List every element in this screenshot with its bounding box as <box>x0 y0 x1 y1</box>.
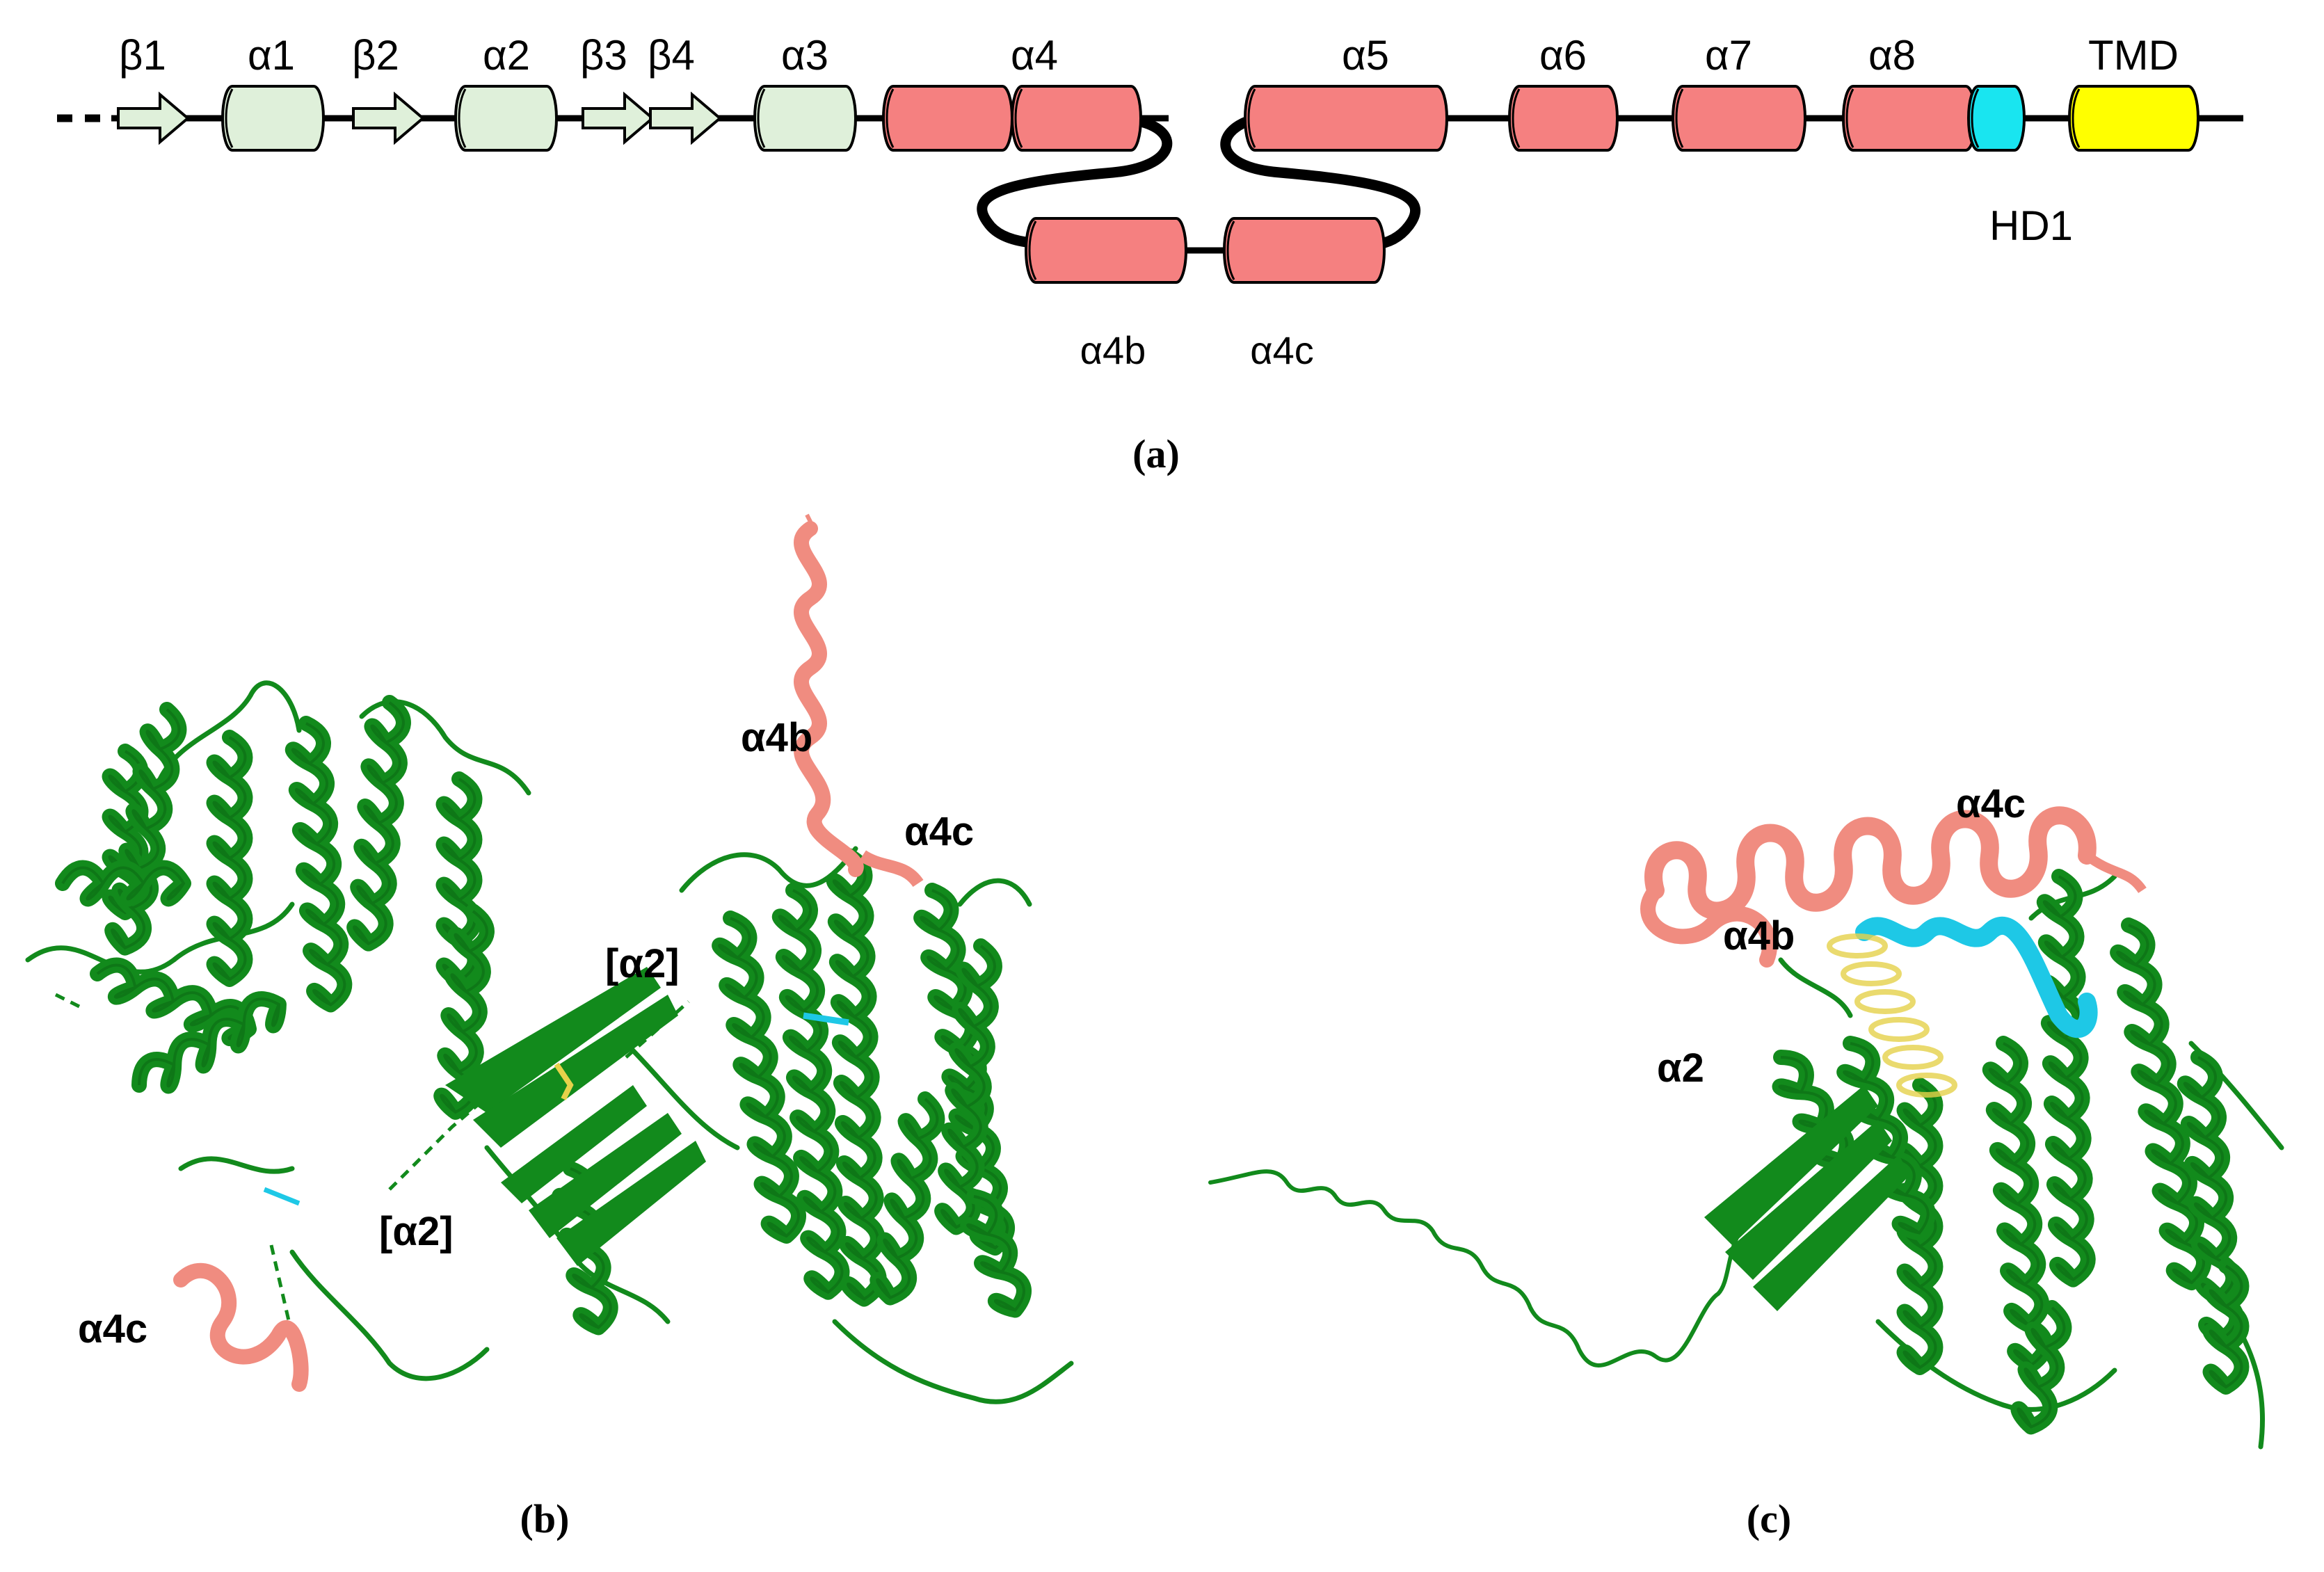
yellow-helix-tmd <box>1827 933 1957 1098</box>
green-helix-b-3 <box>206 730 253 987</box>
helix-tmd <box>2068 85 2199 152</box>
caption-a: (a) <box>1132 431 1180 476</box>
structure-cartoon-c: α4c α4b α2 (c) <box>1208 781 2284 1541</box>
salmon-helix-a4b <box>1640 883 1777 968</box>
helix-alpha4c <box>1223 217 1386 284</box>
label-b-a4b: α4b <box>741 715 812 760</box>
strand-beta4 <box>649 91 723 145</box>
green-helix-b-11 <box>826 848 887 1307</box>
label-b-a4c: α4c <box>904 809 974 854</box>
loop-from-a4c <box>1220 113 1421 250</box>
green-helix-b-9 <box>712 911 806 1244</box>
salmon-helix-a4c-b <box>859 850 924 888</box>
label-alpha6: α6 <box>1539 32 1587 79</box>
salmon-tail <box>2083 851 2147 894</box>
helix-alpha5 <box>1244 85 1448 152</box>
strand-beta1 <box>117 91 191 145</box>
helix-alpha4-part2 <box>1011 85 1142 152</box>
helix-alpha6 <box>1508 85 1619 152</box>
helix-alpha8 <box>1842 85 1977 152</box>
green-helix-c-4 <box>2036 869 2096 1288</box>
label-beta4: β4 <box>648 32 695 79</box>
label-a4b: α4b <box>1080 328 1146 372</box>
green-helix-b-8 <box>131 991 287 1094</box>
green-helix-c-8 <box>1836 1036 1936 1241</box>
label-c-a2: α2 <box>1657 1045 1704 1091</box>
label-alpha2: α2 <box>483 32 530 79</box>
helix-alpha2 <box>454 85 558 152</box>
helix-hd1 <box>1967 85 2026 152</box>
green-helix-c-5 <box>2110 917 2211 1291</box>
label-b-a2-upper: [α2] <box>605 941 680 986</box>
green-helix-c-3 <box>1982 1036 2053 1373</box>
label-alpha3: α3 <box>781 32 828 79</box>
green-helix-b-14 <box>870 1091 945 1306</box>
helix-alpha4-part1 <box>882 85 1013 152</box>
label-alpha4: α4 <box>1011 32 1058 79</box>
helix-alpha7 <box>1672 85 1806 152</box>
salmon-helix-a4b <box>794 521 864 877</box>
strand-beta2 <box>352 91 426 145</box>
strand-beta3 <box>582 91 655 145</box>
green-helix-b-10 <box>771 883 850 1300</box>
label-beta1: β1 <box>119 32 166 79</box>
helix-alpha3 <box>753 85 857 152</box>
cyan-segment <box>803 1012 849 1026</box>
salmon-helix-a4c <box>1644 806 2097 920</box>
green-helix-b-2 <box>104 702 187 956</box>
label-alpha5: α5 <box>1342 32 1389 79</box>
helix-alpha1 <box>221 85 325 152</box>
green-helix-b-16 <box>960 1189 1032 1318</box>
label-b-a2-lower: [α2] <box>379 1209 454 1254</box>
cyan-helix-hd1 <box>1855 917 2098 1038</box>
salmon-tail <box>805 513 816 530</box>
green-helix-b-13 <box>934 938 1002 1235</box>
label-alpha1: α1 <box>248 32 295 79</box>
label-c-a4c: α4c <box>1956 781 2026 826</box>
caption-c: (c) <box>1747 1496 1791 1541</box>
label-beta2: β2 <box>352 32 399 79</box>
yellow-segment <box>554 1062 574 1100</box>
helix-alpha4b <box>1025 217 1187 284</box>
green-helix-c-7 <box>2202 1258 2250 1395</box>
loop-to-a4b <box>977 116 1173 248</box>
label-hd1: HD1 <box>1989 202 2073 249</box>
green-helix-c-2 <box>1896 1077 1944 1375</box>
label-beta3: β3 <box>580 32 627 79</box>
label-b-a4c-left: α4c <box>78 1306 147 1352</box>
beta-sheet <box>1704 1085 1909 1311</box>
structure-cartoon-b: α4b α4c [α2] [α2] α4c (b) <box>25 513 1074 1541</box>
disordered-tail <box>1208 1169 1755 1368</box>
label-c-a4b: α4b <box>1723 913 1795 959</box>
salmon-helix-a4c-left <box>173 1262 309 1392</box>
label-a4c: α4c <box>1250 328 1314 372</box>
green-helix-b-4 <box>285 716 353 1013</box>
green-helix-b-17 <box>55 860 191 907</box>
cyan-segment <box>263 1187 300 1206</box>
green-helix-b-5 <box>346 695 411 952</box>
green-helices <box>1772 869 2250 1435</box>
green-helices <box>55 695 1032 1336</box>
label-alpha7: α7 <box>1705 32 1752 79</box>
caption-b: (b) <box>520 1496 570 1541</box>
label-tmd: TMD <box>2088 32 2179 79</box>
label-alpha8: α8 <box>1868 32 1916 79</box>
green-helix-c-9 <box>2010 1300 2072 1435</box>
secondary-structure-elements <box>117 85 2199 284</box>
beta-sheet <box>445 967 706 1266</box>
